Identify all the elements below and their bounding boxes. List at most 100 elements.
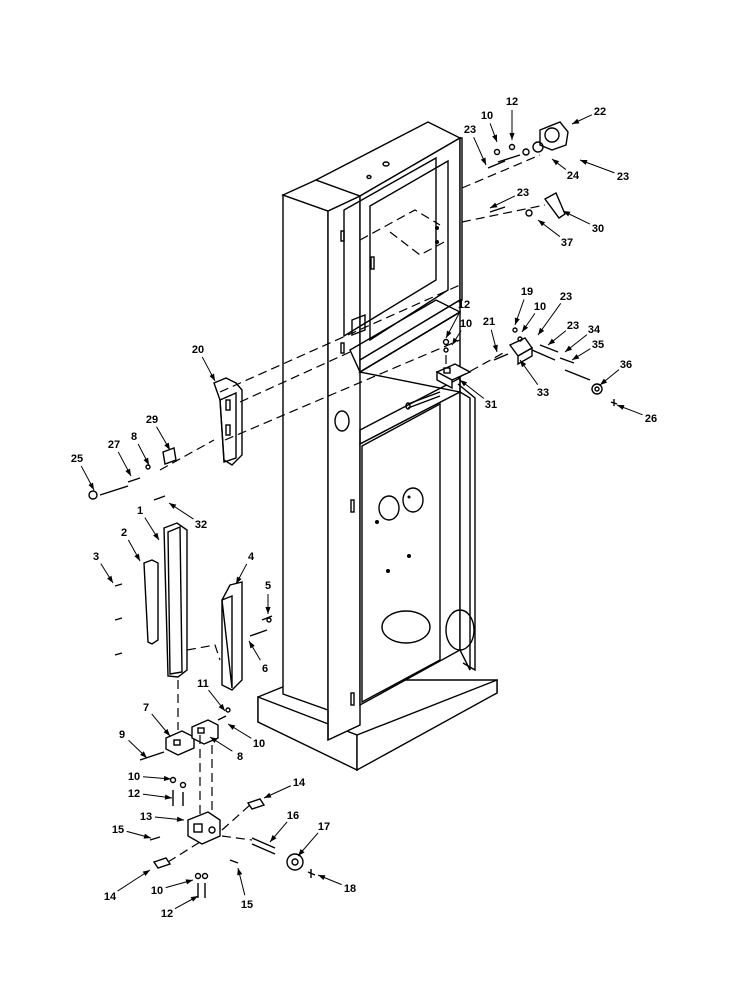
leader-arrowhead — [143, 833, 151, 839]
callout-c30: 30 — [562, 210, 604, 235]
part-number-label: 10 — [534, 301, 546, 313]
callout-c15a: 15 — [112, 824, 152, 839]
part-number-label: 23 — [464, 124, 476, 136]
callout-c10f: 10 — [151, 879, 194, 897]
leader-arrowhead — [134, 553, 140, 561]
leader-arrowhead — [563, 211, 571, 217]
callout-c24: 24 — [551, 158, 580, 182]
part-number-label: 10 — [128, 771, 140, 783]
part-number-label: 27 — [108, 439, 120, 451]
callout-c22: 22 — [571, 106, 606, 125]
part-number-label: 23 — [567, 320, 579, 332]
leader-arrowhead — [190, 896, 198, 902]
part-number-label: 8 — [237, 751, 243, 763]
alignment-lines — [159, 154, 546, 863]
leader-arrowhead — [185, 879, 193, 885]
callout-c34: 34 — [564, 324, 601, 353]
part-number-label: 23 — [560, 291, 572, 303]
callout-c14b: 14 — [104, 869, 151, 903]
leader-arrowhead — [298, 849, 305, 856]
part-number-label: 26 — [645, 413, 657, 425]
callout-c21: 21 — [483, 316, 498, 353]
leader-arrowhead — [490, 202, 498, 208]
callout-c5: 5 — [265, 580, 271, 614]
leader-arrowhead — [264, 792, 272, 798]
callout-c10a: 10 — [481, 110, 498, 143]
part-number-label: 20 — [192, 344, 204, 356]
callout-c18: 18 — [317, 874, 356, 895]
callout-c9: 9 — [119, 729, 148, 759]
callout-c33: 33 — [519, 359, 549, 399]
upper-knob-assembly — [487, 121, 569, 219]
part-number-label: 25 — [71, 453, 83, 465]
callout-c12c: 12 — [128, 788, 173, 800]
callout-c7: 7 — [143, 702, 171, 737]
callout-c11: 11 — [197, 678, 226, 712]
leader-arrowhead — [210, 737, 218, 743]
callout-c27: 27 — [108, 439, 132, 477]
leader-arrowhead — [548, 338, 556, 345]
part-number-label: 11 — [197, 678, 209, 690]
callout-c32: 32 — [168, 502, 207, 531]
part-number-label: 10 — [253, 738, 265, 750]
callout-c1: 1 — [137, 505, 160, 541]
callout-c31: 31 — [459, 379, 497, 411]
part-number-label: 12 — [506, 96, 518, 108]
callout-c20: 20 — [192, 344, 216, 382]
callout-c4: 4 — [235, 551, 255, 585]
leader-arrowhead — [218, 703, 225, 711]
callout-c14a: 14 — [263, 777, 306, 799]
part-number-label: 15 — [241, 899, 253, 911]
leader-arrowhead — [600, 378, 608, 385]
leader-arrowhead — [164, 442, 170, 450]
part-number-label: 19 — [521, 286, 533, 298]
part-number-label: 33 — [537, 387, 549, 399]
part-number-label: 4 — [248, 551, 255, 563]
leader-arrowhead — [572, 354, 580, 360]
leader-arrowhead — [163, 728, 170, 736]
callout-c23e: 23 — [547, 320, 579, 346]
part-number-label: 2 — [121, 527, 127, 539]
callout-c2: 2 — [121, 527, 141, 562]
part-number-label: 13 — [140, 811, 152, 823]
part-number-label: 9 — [119, 729, 125, 741]
callout-c16: 16 — [269, 810, 299, 843]
leader-arrowhead — [249, 641, 255, 649]
part-number-label: 12 — [458, 299, 470, 311]
callout-c8a: 8 — [131, 431, 150, 466]
part-number-label: 17 — [318, 821, 330, 833]
leader-arrowhead — [107, 575, 113, 583]
leader-arrowhead — [460, 380, 468, 387]
callout-c10c: 10 — [521, 301, 546, 333]
leader-arrowhead — [538, 327, 545, 335]
callout-c29: 29 — [146, 414, 171, 451]
part-number-label: 7 — [143, 702, 149, 714]
leader-arrowhead — [142, 870, 150, 876]
part-number-label: 24 — [567, 170, 580, 182]
leader-arrowhead — [163, 775, 171, 782]
part-number-label: 34 — [588, 324, 601, 336]
leader-arrowhead — [572, 118, 580, 124]
part-number-label: 37 — [561, 237, 573, 249]
leader-arrowhead — [140, 751, 147, 758]
callout-c12a: 12 — [506, 96, 518, 140]
part-number-label: 36 — [620, 359, 632, 371]
part-number-label: 35 — [592, 339, 604, 351]
leader-arrowhead — [143, 457, 149, 465]
callout-c23a: 23 — [464, 124, 487, 166]
part-number-label: 10 — [151, 885, 163, 897]
part-number-label: 5 — [265, 580, 271, 592]
leader-arrowhead — [88, 482, 94, 490]
callout-c8b: 8 — [209, 736, 243, 763]
leader-arrowhead — [169, 503, 177, 510]
leader-arrowhead — [538, 220, 546, 227]
part-number-label: 1 — [137, 505, 143, 517]
part-number-label: 15 — [112, 824, 124, 836]
callout-c12d: 12 — [161, 895, 199, 920]
leader-arrowhead — [153, 532, 159, 540]
side-bracket-assembly — [405, 327, 618, 410]
leader-arrowhead — [236, 576, 242, 584]
leader-arrowhead — [520, 360, 527, 368]
part-number-label: 21 — [483, 316, 495, 328]
